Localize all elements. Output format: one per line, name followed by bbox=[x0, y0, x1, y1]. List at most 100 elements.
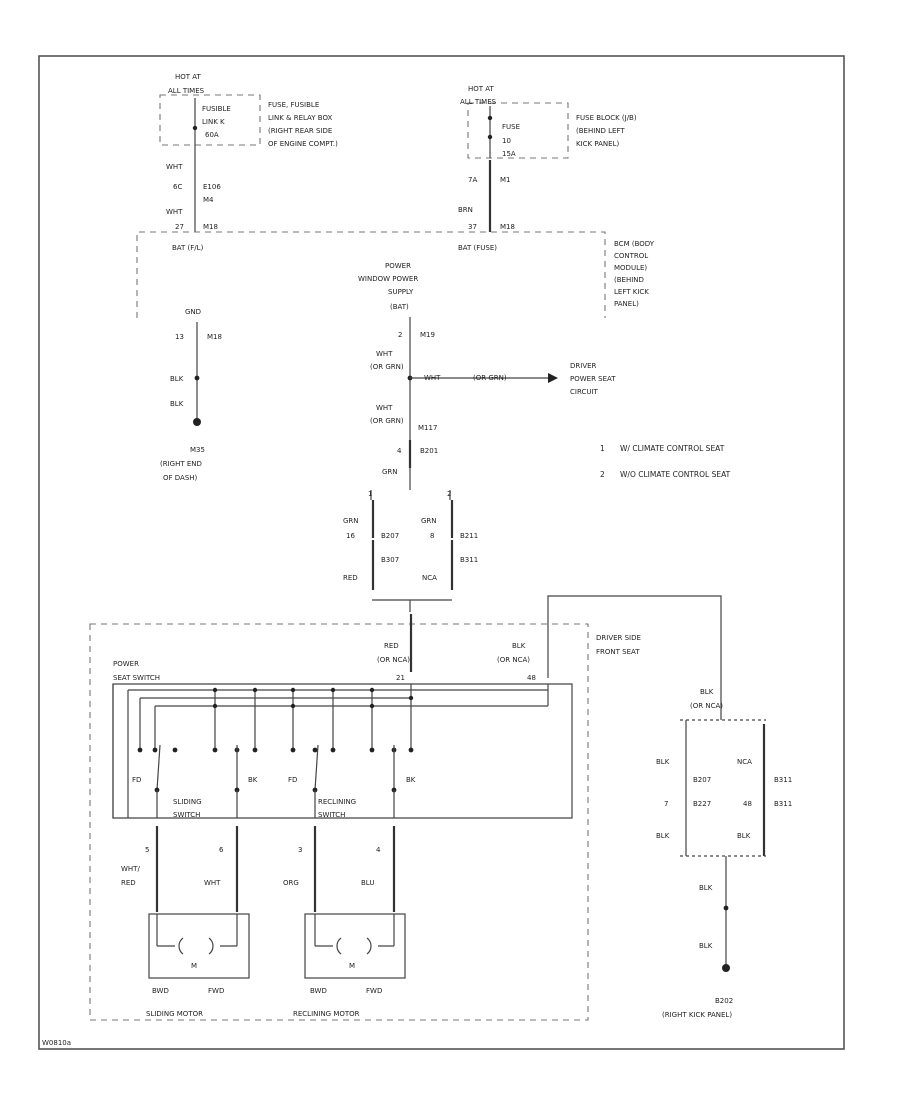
branch-left-pin: 16 bbox=[346, 532, 355, 540]
wire-fl-conn-3: M18 bbox=[203, 223, 218, 231]
w1-color: WHT/ bbox=[121, 865, 140, 873]
w3-color: ORG bbox=[283, 879, 299, 887]
ground-right-pin-2: 48 bbox=[743, 800, 752, 808]
branch-right-color-top: GRN bbox=[421, 517, 437, 525]
bcm-bat-fuse: BAT (FUSE) bbox=[458, 244, 497, 252]
bcm-desc-4: (BEHIND bbox=[614, 276, 644, 284]
bcm-desc-6: PANEL) bbox=[614, 300, 639, 308]
fuse-a-desc-4: OF ENGINE COMPT.) bbox=[268, 140, 338, 148]
fuse-a-amps: 60A bbox=[205, 131, 219, 139]
fuse-b-amps: 15A bbox=[502, 150, 516, 158]
fuse-a-desc-1: FUSE, FUSIBLE bbox=[268, 101, 319, 109]
ground-top-1: BLK bbox=[700, 688, 714, 696]
pw-supply-conn-3: B201 bbox=[420, 447, 438, 455]
power-seat-switch: POWER SEAT SWITCH bbox=[112, 660, 573, 819]
pw-supply-pin: 2 bbox=[398, 331, 402, 339]
wire-fuse-pin-1: 7A bbox=[468, 176, 477, 184]
fuse-10-block: HOT AT ALL TIMES FUSE 10 15A FUSE BLOCK … bbox=[460, 85, 637, 159]
ground-right-conn-2: B311 bbox=[774, 800, 792, 808]
gnd-pin: 13 bbox=[175, 333, 184, 341]
switch-bk-2: BK bbox=[406, 776, 416, 784]
fuse-b-desc-2: (BEHIND LEFT bbox=[576, 127, 625, 135]
wire-fuse-to-bcm: 7A M1 BRN 37 M18 bbox=[458, 160, 515, 232]
switch-sliding-2: SWITCH bbox=[173, 811, 200, 819]
pw-supply-color-2: WHT bbox=[376, 404, 393, 412]
gnd-label: GND bbox=[185, 308, 201, 316]
branch-left-conn-2: B307 bbox=[381, 556, 399, 564]
w3-pin: 3 bbox=[298, 846, 302, 854]
bcm-desc-3: MODULE) bbox=[614, 264, 647, 272]
ground-left-conn-1: B207 bbox=[693, 776, 711, 784]
bcm-desc-2: CONTROL bbox=[614, 252, 648, 260]
sliding-motor: M BWD FWD SLIDING MOTOR bbox=[146, 913, 250, 1018]
seat-blk-2: (OR NCA) bbox=[497, 656, 530, 664]
branch-left: 1 GRN 16 B207 B307 RED bbox=[343, 490, 399, 590]
gnd-color-2: BLK bbox=[170, 400, 184, 408]
ground-right-bot: BLK bbox=[737, 832, 751, 840]
ground-id: B202 bbox=[715, 997, 733, 1005]
bcm-desc-5: LEFT KICK bbox=[614, 288, 649, 296]
pw-supply-l3: SUPPLY bbox=[388, 288, 414, 296]
pw-supply-l4: (BAT) bbox=[390, 303, 409, 311]
branch-left-conn-1: B207 bbox=[381, 532, 399, 540]
fuse-b-fuse: FUSE bbox=[502, 123, 520, 131]
wire-fuse-conn-2: M18 bbox=[500, 223, 515, 231]
wire-fusible-to-bcm: WHT 6C E106 M4 WHT 27 M18 bbox=[166, 145, 221, 232]
pw-supply-pin-3: 4 bbox=[397, 447, 402, 455]
pw-to-3: CIRCUIT bbox=[570, 388, 599, 396]
sliding-motor-fwd: FWD bbox=[208, 987, 224, 995]
fuse-a-hot-label: HOT AT bbox=[175, 73, 202, 81]
ground-right-conn-1: B311 bbox=[774, 776, 792, 784]
fuse-b-num: 10 bbox=[502, 137, 511, 145]
branch-right: 2 GRN 8 B211 B311 NCA bbox=[421, 490, 478, 590]
sliding-motor-bwd: BWD bbox=[152, 987, 169, 995]
ground-left-pin: 7 bbox=[664, 800, 668, 808]
note-1: W/ CLIMATE CONTROL SEAT bbox=[620, 444, 725, 453]
pw-splice-color: WHT bbox=[424, 374, 441, 382]
seat-red-2: (OR NCA) bbox=[377, 656, 410, 664]
wire-fl-color-1: WHT bbox=[166, 163, 183, 171]
switch-sliding: SLIDING bbox=[173, 798, 202, 806]
ground-right-top: NCA bbox=[737, 758, 752, 766]
diagram-border bbox=[38, 55, 845, 1050]
bcm-box: BAT (F/L) BAT (FUSE) BCM (BODY CONTROL M… bbox=[136, 231, 655, 318]
ground-top-2: (OR NCA) bbox=[690, 702, 723, 710]
bcm-desc-1: BCM (BODY bbox=[614, 240, 655, 248]
wire-fl-color-2: WHT bbox=[166, 208, 183, 216]
pw-supply-color-3: GRN bbox=[382, 468, 398, 476]
note-1-num: 1 bbox=[600, 444, 605, 453]
sliding-motor-label: SLIDING MOTOR bbox=[146, 1010, 203, 1018]
ground-loc: (RIGHT KICK PANEL) bbox=[662, 1011, 732, 1019]
switch-reclining-2: SWITCH bbox=[318, 811, 345, 819]
ground-color-2: BLK bbox=[699, 942, 713, 950]
seat-pin-gnd: 48 bbox=[527, 674, 536, 682]
switch-label-1: POWER bbox=[113, 660, 139, 668]
ground-left-top: BLK bbox=[656, 758, 670, 766]
w2-pin: 6 bbox=[219, 846, 224, 854]
branch-right-color-bottom: NCA bbox=[422, 574, 437, 582]
wire-fuse-conn-1: M1 bbox=[500, 176, 511, 184]
pw-supply-l1: POWER bbox=[385, 262, 411, 270]
fusible-link-block: HOT AT ALL TIMES FUSIBLE LINK K 60A FUSE… bbox=[159, 73, 338, 148]
wire-fuse-pin-2: 37 bbox=[468, 223, 477, 231]
seat-ground-circuit: BLK (OR NCA) BLK B207 7 B227 BLK NCA B31… bbox=[656, 688, 792, 1019]
ground-left-bot: BLK bbox=[656, 832, 670, 840]
seat-red-1: RED bbox=[384, 642, 399, 650]
seat-blk-1: BLK bbox=[512, 642, 526, 650]
driver-seat-box: DRIVER SIDE FRONT SEAT bbox=[89, 623, 641, 1021]
power-window-supply: POWER WINDOW POWER SUPPLY (BAT) 2 M19 WH… bbox=[358, 262, 616, 490]
fuse-b-desc-1: FUSE BLOCK (J/B) bbox=[576, 114, 637, 122]
reclining-motor: M BWD FWD RECLINING MOTOR bbox=[293, 913, 406, 1018]
switch-bk-1: BK bbox=[248, 776, 258, 784]
wire-fl-pin-1: 6C bbox=[173, 183, 182, 191]
ground-color-1: BLK bbox=[699, 884, 713, 892]
fuse-b-desc-3: KICK PANEL) bbox=[576, 140, 619, 148]
switch-label-2: SEAT SWITCH bbox=[113, 674, 160, 682]
reclining-motor-label: RECLINING MOTOR bbox=[293, 1010, 360, 1018]
fuse-a-link: LINK K bbox=[202, 118, 225, 126]
pw-to-2: POWER SEAT bbox=[570, 375, 616, 383]
w1-pin: 5 bbox=[145, 846, 149, 854]
w4-color: BLU bbox=[361, 879, 374, 887]
w1-color-2: RED bbox=[121, 879, 136, 887]
